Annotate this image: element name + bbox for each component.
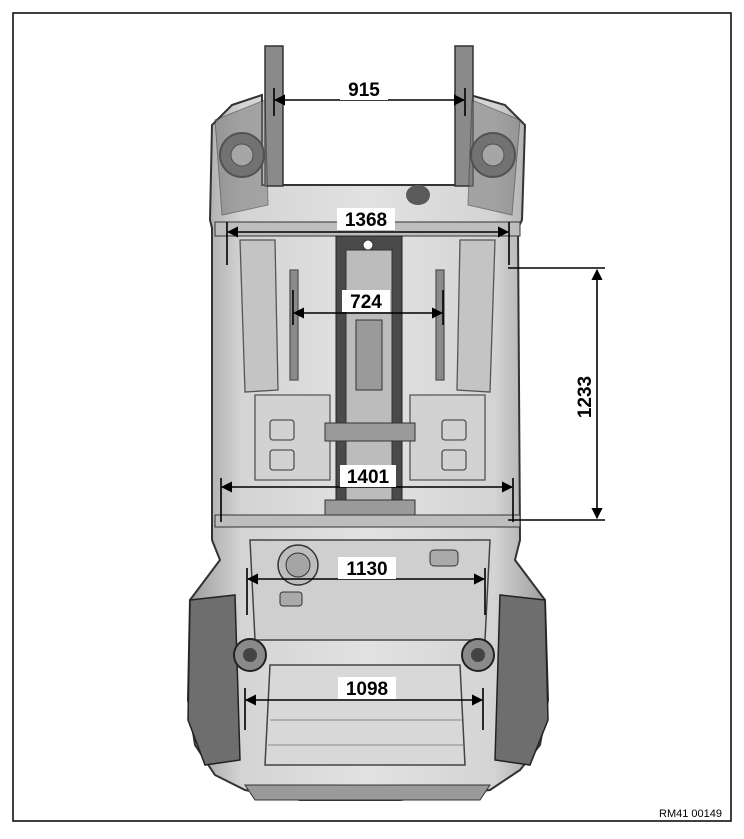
dim-label-1098: 1098 xyxy=(346,679,388,700)
dim-label-1130: 1130 xyxy=(346,559,387,580)
reference-code: RM41 00149 xyxy=(659,808,722,820)
border xyxy=(12,12,732,822)
dim-label-1368: 1368 xyxy=(345,210,387,231)
dim-label-1233: 1233 xyxy=(575,376,596,418)
rear-crossmember xyxy=(214,514,521,528)
front-strut-towers xyxy=(214,45,521,216)
seat-crossmember-front xyxy=(324,422,416,442)
trunk-floor xyxy=(244,664,491,801)
dim-label-724: 724 xyxy=(350,292,382,313)
dim-label-915: 915 xyxy=(348,80,380,101)
label-backgrounds xyxy=(337,78,596,699)
vehicle-underbody xyxy=(186,45,550,801)
rear-floor xyxy=(249,539,491,641)
dim-label-1401: 1401 xyxy=(347,467,390,488)
dimension-lines xyxy=(220,88,605,730)
rear-wheel-arches xyxy=(187,594,549,766)
floor-pans xyxy=(239,239,496,481)
